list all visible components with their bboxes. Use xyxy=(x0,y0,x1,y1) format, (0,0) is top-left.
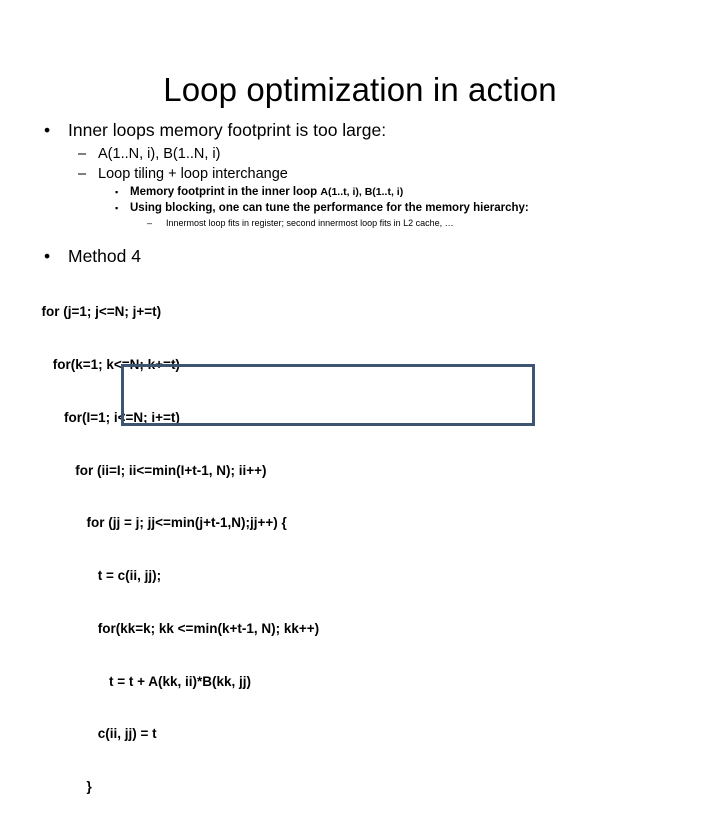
bullet-item-loop-tiling: – Loop tiling + loop interchange xyxy=(34,164,694,184)
square-marker-icon: ▪ xyxy=(115,203,119,213)
code-line: for (jj = j; jj<=min(j+t-1,N);jj++) { xyxy=(34,515,287,531)
code-line: c(ii, jj) = t xyxy=(34,726,157,742)
bullet-item-innermost-loop: – Innermost loop fits in register; secon… xyxy=(34,216,694,230)
bullet-text: Method 4 xyxy=(68,246,141,266)
code-line: } xyxy=(34,779,92,795)
dash-marker-icon: – xyxy=(78,166,87,182)
page-title: Loop optimization in action xyxy=(163,71,557,109)
bullet-item-method-4: • Method 4 xyxy=(34,244,694,268)
dash-marker-icon: – xyxy=(78,146,87,162)
bullet-text: Innermost loop fits in register; second … xyxy=(166,218,454,228)
code-line: t = t + A(kk, ii)*B(kk, jj) xyxy=(34,673,252,689)
code-line: for(kk=k; kk <=min(k+t-1, N); kk++) xyxy=(34,620,320,636)
bullet-text: Using blocking, one can tune the perform… xyxy=(130,202,529,214)
code-line: for(I=1; i<=N; i+=t) xyxy=(34,409,180,425)
code-line: for (ii=I; ii<=min(I+t-1, N); ii++) xyxy=(34,462,267,478)
bullet-text-tail: A(1..t, i), B(1..t, i) xyxy=(320,186,404,198)
code-block: for (j=1; j<=N; j+=t) for(k=1; k<=N; k+=… xyxy=(34,268,694,831)
bullet-text: Inner loops memory footprint is too larg… xyxy=(68,120,387,140)
dash-marker-icon: – xyxy=(147,218,153,228)
bullet-text: A(1..N, i), B(1..N, i) xyxy=(98,146,221,162)
slide-body-outline: • Inner loops memory footprint is too la… xyxy=(34,118,694,270)
code-line: t = c(ii, jj); xyxy=(34,568,162,584)
bullet-item-arrays: – A(1..N, i), B(1..N, i) xyxy=(34,144,694,164)
code-line: for (j=1; j<=N; j+=t) xyxy=(34,304,162,320)
bullet-marker-icon: • xyxy=(44,246,51,266)
square-marker-icon: ▪ xyxy=(115,187,119,197)
bullet-item-using-blocking: ▪ Using blocking, one can tune the perfo… xyxy=(34,200,694,216)
bullet-text: Memory footprint in the inner loop xyxy=(130,186,321,198)
bullet-item-inner-loops: • Inner loops memory footprint is too la… xyxy=(34,118,694,142)
bullet-item-memory-footprint: ▪ Memory footprint in the inner loop A(1… xyxy=(34,184,694,200)
bullet-marker-icon: • xyxy=(44,120,51,140)
code-line: for(k=1; k<=N; k+=t) xyxy=(34,356,180,372)
bullet-text: Loop tiling + loop interchange xyxy=(98,166,288,182)
slide-canvas: Loop optimization in action • Inner loop… xyxy=(34,71,694,794)
